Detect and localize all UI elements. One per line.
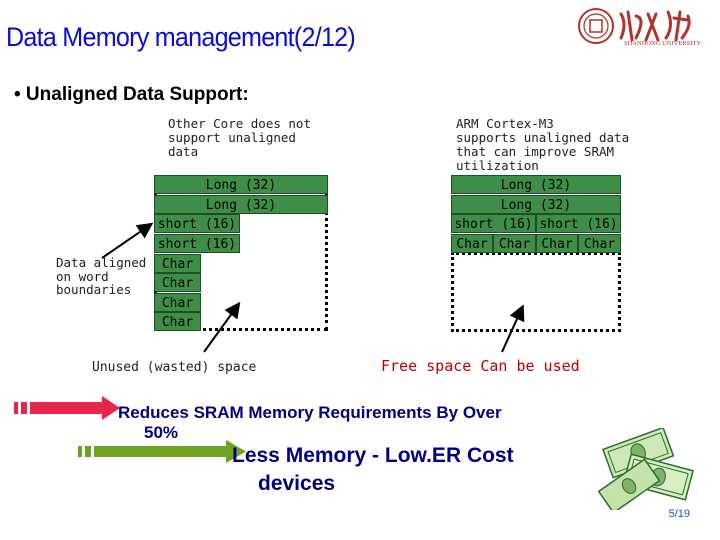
memory-cell-char: Char <box>154 312 201 331</box>
memory-cell-long: Long (32) <box>451 175 621 194</box>
reduce-text-line: 50% <box>144 423 179 442</box>
memory-cell-char: Char <box>154 273 201 292</box>
aligned-label-line: on word <box>56 268 109 284</box>
page-number: 5/19 <box>668 508 690 520</box>
memory-cell-long: Long (32) <box>154 175 328 194</box>
unused-space-label: Unused (wasted) space <box>92 360 257 375</box>
memory-cell-short: short (16) <box>154 214 240 233</box>
memory-cell-short: short (16) <box>451 214 536 233</box>
left-caption-line: support unaligned <box>168 130 296 145</box>
memory-cell-long: Long (32) <box>154 195 328 214</box>
less-memory-text: Less Memory - Low.ER Cost devices <box>232 442 514 498</box>
section-heading: • Unaligned Data Support: <box>14 84 249 105</box>
red-arrow <box>14 396 120 420</box>
right-caption-line: utilization <box>456 158 539 173</box>
left-caption-line: Other Core does not <box>168 116 311 131</box>
less-memory-line: devices <box>258 472 336 495</box>
memory-cell-char: Char <box>451 234 493 253</box>
right-caption-line: that can improve SRAM <box>456 144 615 159</box>
logo-caption: SHANDONG UNIVERSITY <box>624 40 702 47</box>
reduce-text-line: Reduces SRAM Memory Requirements By Over <box>118 403 502 422</box>
memory-cell-char: Char <box>578 234 621 253</box>
aligned-arrow <box>101 222 154 259</box>
memory-cell-short: short (16) <box>536 214 621 233</box>
aligned-label-line: boundaries <box>56 282 132 297</box>
memory-cell-char: Char <box>536 234 578 253</box>
left-caption: Other Core does not support unaligned da… <box>168 117 311 159</box>
aligned-label-line: Data aligned <box>56 255 147 270</box>
right-caption-line: supports unaligned data <box>456 130 630 145</box>
right-caption-line: ARM Cortex-M3 <box>456 116 554 131</box>
memory-cell-char: Char <box>154 293 201 312</box>
memory-cell-long: Long (32) <box>451 195 621 214</box>
money-icon <box>598 428 694 510</box>
page-title: Data Memory management(2/12) <box>6 22 356 52</box>
memory-cell-char: Char <box>493 234 536 253</box>
big-arrows <box>14 396 246 463</box>
university-logo: SHANDONG UNIVERSITY <box>576 6 714 50</box>
left-caption-line: data <box>168 144 199 159</box>
free-space-label: Free space Can be used <box>381 357 580 375</box>
memory-cell-short: short (16) <box>154 234 240 253</box>
memory-cell-char: Char <box>154 254 201 273</box>
unused-arrow <box>203 301 241 353</box>
less-memory-line: Less Memory - Low.ER Cost <box>232 444 514 467</box>
free-arrow <box>501 304 525 353</box>
right-caption: ARM Cortex-M3 supports unaligned data th… <box>456 117 629 173</box>
right-free-space-outline <box>451 252 621 332</box>
reduce-text: Reduces SRAM Memory Requirements By Over… <box>118 403 502 443</box>
green-arrow <box>78 440 246 463</box>
aligned-label: Data aligned on word boundaries <box>56 256 146 297</box>
